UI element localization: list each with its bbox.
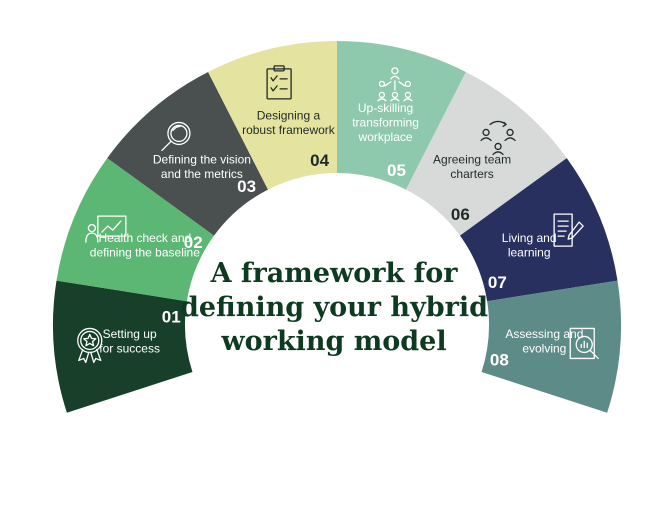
segment-07	[459, 158, 618, 302]
ring-segments	[52, 41, 621, 413]
people-network-icon	[377, 67, 413, 102]
segment-08-number: 08	[490, 351, 509, 370]
segment-01-number: 01	[162, 307, 181, 326]
title-line-1: A framework for	[210, 258, 459, 289]
document-pen-icon	[553, 213, 584, 247]
magnifier-icon	[161, 121, 191, 152]
segment-07-number: 07	[488, 273, 507, 292]
segment-03	[107, 71, 268, 236]
segment-05	[337, 41, 466, 190]
presentation-chart-icon	[85, 215, 127, 243]
segment-02	[56, 158, 215, 302]
segment-02-number: 02	[184, 233, 203, 252]
report-magnifier-icon	[569, 327, 599, 360]
title-line-3: working model	[220, 326, 446, 357]
segment-06	[406, 71, 567, 236]
segment-06-number: 06	[451, 205, 470, 224]
clipboard-checklist-icon	[266, 65, 292, 100]
title-line-2: defining your hybrid	[180, 292, 488, 323]
segment-03-number: 03	[237, 177, 256, 196]
segment-05-number: 05	[387, 161, 406, 180]
segment-04	[208, 41, 337, 190]
team-cycle-icon	[480, 120, 516, 156]
award-star-icon	[77, 327, 103, 364]
center-title: A framework for defining your hybrid wor…	[180, 258, 488, 357]
segment-04-number: 04	[310, 151, 329, 170]
segment-01	[52, 280, 193, 413]
ring-icons	[77, 65, 599, 364]
segment-08	[481, 280, 621, 413]
